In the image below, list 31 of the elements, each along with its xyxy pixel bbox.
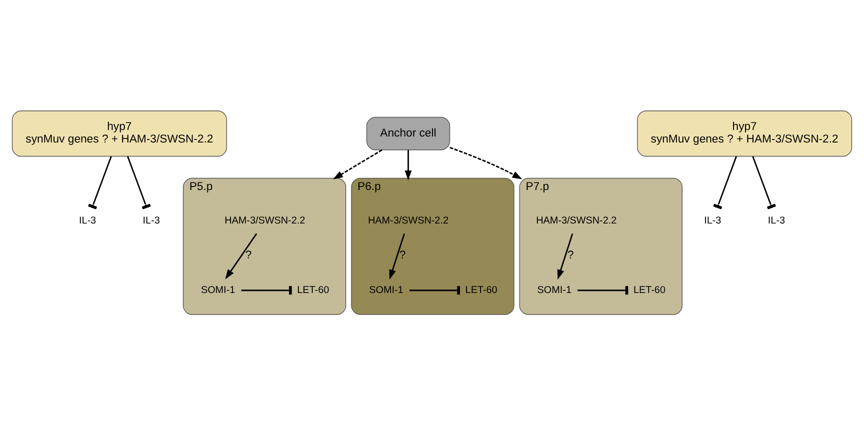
node-box: hyp7 synMuv genes ? + HAM-3/SWSN-2.2	[12, 110, 227, 157]
node-text: LET-60	[465, 284, 498, 296]
connector	[241, 286, 292, 295]
connector	[752, 156, 776, 210]
edge-label: ?	[568, 249, 574, 262]
node-text: SOMI-1	[369, 284, 404, 296]
arrow	[450, 146, 522, 180]
node-text: SOMI-1	[537, 284, 572, 296]
arrow	[557, 234, 574, 280]
node-text: IL-3	[142, 215, 160, 226]
connector	[127, 156, 151, 210]
node-text: SOMI-1	[200, 284, 236, 296]
connector	[88, 156, 112, 210]
node-text: IL-3	[78, 215, 96, 226]
node-text: LET-60	[297, 284, 330, 296]
connector	[713, 156, 737, 210]
arrow	[332, 149, 382, 180]
node-text: IL-3	[768, 215, 786, 226]
node-box: Anchor cell	[366, 116, 450, 150]
node-text: IL-3	[704, 215, 722, 226]
arrow	[404, 150, 412, 180]
node-box: hyp7 synMuv genes ? + HAM-3/SWSN-2.2	[637, 110, 852, 157]
node-text: HAM-3/SWSN-2.2	[368, 215, 448, 226]
arrow	[389, 234, 405, 280]
arrow	[225, 233, 258, 280]
node-text: LET-60	[633, 284, 666, 296]
edge-label: ?	[399, 249, 406, 262]
connector	[409, 286, 460, 295]
node-text: HAM-3/SWSN-2.2	[536, 215, 617, 226]
node-text: HAM-3/SWSN-2.2	[224, 215, 306, 226]
edge-label: ?	[245, 249, 252, 262]
